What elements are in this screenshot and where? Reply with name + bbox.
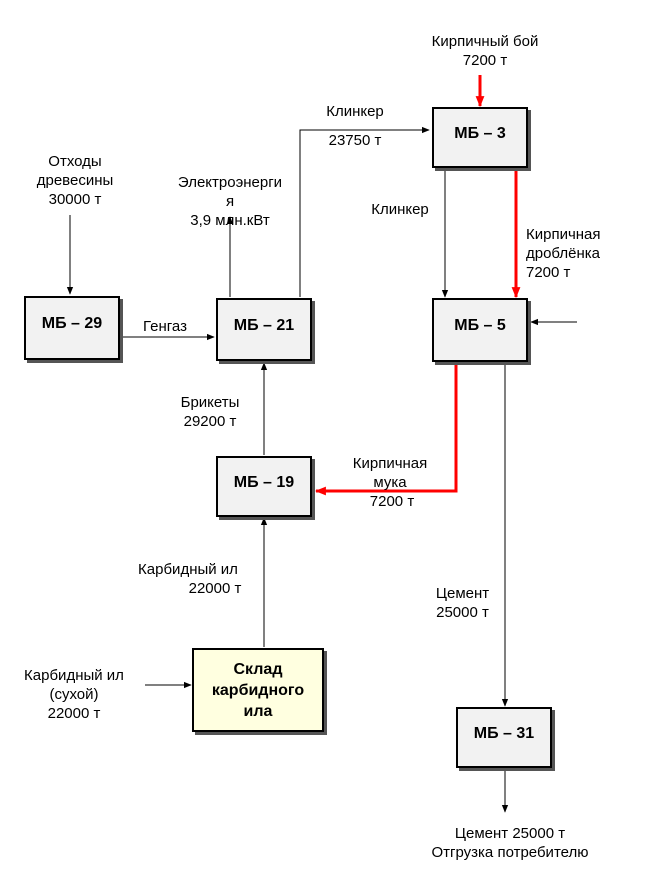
box-mb19-label: МБ – 19	[233, 473, 295, 491]
label-shipment: Цемент 25000 т Отгрузка потребителю	[431, 825, 589, 861]
sklad-line-1: Склад	[233, 660, 283, 678]
sklad-line-3: ила	[243, 702, 273, 720]
label-clinker-mid: Клинкер	[371, 201, 429, 218]
label-cement: Цемент 25000 т	[435, 585, 490, 621]
box-mb29: МБ – 29	[24, 296, 120, 360]
box-mb21: МБ – 21	[216, 298, 312, 361]
label-carbide-sludge: Карбидный ил 22000 т	[138, 561, 242, 597]
box-mb5-label: МБ – 5	[454, 317, 506, 334]
arrow-clinker-mb21-to-mb3	[299, 126, 430, 297]
label-brick-scrap: Кирпичный бой 7200 т	[431, 33, 539, 69]
box-mb19: МБ – 19	[216, 456, 312, 517]
label-clinker-top: Клинкер 23750 т	[326, 103, 384, 149]
arrow-brick-flour-mb5-to-mb19	[314, 362, 458, 496]
box-mb3: МБ – 3	[432, 107, 528, 168]
box-mb21-label: МБ – 21	[233, 316, 295, 334]
label-briquettes: Брикеты 29200 т	[180, 394, 240, 430]
box-mb3-label: МБ – 3	[454, 124, 506, 142]
label-wood-waste: Отходы древесины 30000 т	[36, 153, 114, 208]
box-mb31-label: МБ – 31	[473, 724, 535, 742]
box-mb5: МБ – 5	[432, 298, 528, 362]
label-carbide-dry: Карбидный ил (сухой) 22000 т	[24, 667, 124, 722]
sklad-line-2: карбидного	[211, 681, 305, 699]
box-mb31: МБ – 31	[456, 707, 552, 768]
label-gengas: Генгаз	[143, 318, 187, 335]
label-brick-flour: Кирпичная мука 7200 т	[352, 455, 428, 510]
label-electricity: Электроэнерги я 3,9 млн.кВт	[177, 174, 283, 229]
box-carbide-sludge-warehouse: Склад карбидного ила	[192, 648, 324, 732]
box-mb29-label: МБ – 29	[41, 315, 103, 332]
label-crushed-brick: Кирпичная дроблёнка 7200 т	[526, 226, 601, 281]
